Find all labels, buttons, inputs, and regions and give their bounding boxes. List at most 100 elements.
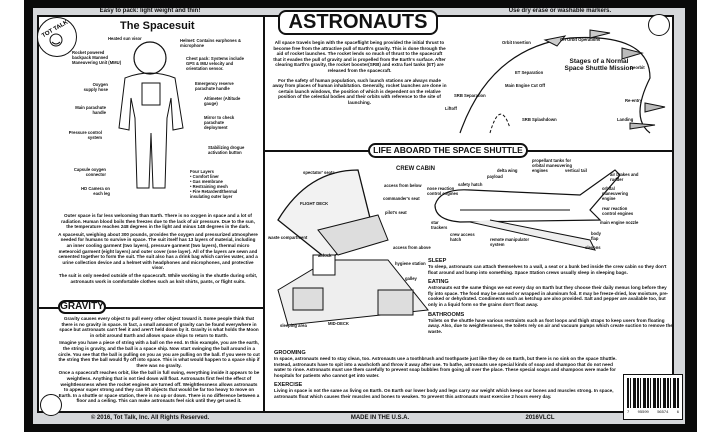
- smiley-logo: [40, 394, 62, 416]
- spacesuit-title: The Spacesuit: [120, 20, 195, 32]
- section-title-exercise: EXERCISE: [274, 382, 303, 389]
- crew-cabin-illustration: [277, 169, 429, 326]
- barcode-digit: 95599: [637, 409, 649, 414]
- label-propellant-tanks: propellant tanks for orbital maneuvering…: [532, 158, 573, 173]
- shuttle-illustration: [434, 169, 621, 251]
- label-flight-deck: FLIGHT DECK: [300, 201, 329, 206]
- layer-item: • Fire Retardent/thermal insulating oute…: [190, 189, 238, 199]
- label-mirror: Mirror to check parachute deployment: [204, 115, 235, 130]
- label-waste: waste compartment: [268, 235, 308, 240]
- section-text-bathrooms: Toilets on the shuttle have various rest…: [428, 317, 673, 334]
- label-hd-camera: HD Camera on each leg: [81, 186, 110, 196]
- stage-liftoff: Liftoff: [445, 106, 457, 111]
- stage-srb-splashdown: SRB Splashdown: [522, 117, 557, 122]
- label-safety-hatch: safety hatch: [458, 182, 483, 187]
- barcode: 7 95599 56574 6: [623, 374, 683, 420]
- label-rear-rcs: rear reaction control engines: [602, 206, 634, 216]
- intro-text: All space travels begin with the spacefl…: [272, 40, 447, 106]
- label-spectator-seats: spectator' seats: [303, 170, 335, 175]
- label-crew-hatch: crew access hatch: [450, 232, 475, 242]
- stage-on-orbit: On Orbit Operations: [560, 37, 601, 42]
- section-text-sleep: To sleep, astronauts can attach themselv…: [428, 264, 667, 275]
- barcode-digit: 56574: [657, 409, 669, 414]
- label-helmet: Helmet: Contains earphones & microphone: [180, 38, 241, 48]
- paragraph: For the safety of human population, such…: [272, 77, 447, 105]
- crew-cabin-label: CREW CABIN: [396, 166, 435, 172]
- label-air-brakes: air brakes and rudder: [610, 172, 639, 182]
- paragraph: Gravity causes every object to pull ever…: [59, 316, 259, 338]
- gravity-text: Gravity causes every object to pull ever…: [58, 316, 260, 404]
- label-four-layers: Four Layers • Comfort liner • Gas membra…: [190, 169, 252, 199]
- layer-item: • Gas membrane: [190, 179, 223, 184]
- section-title-grooming: GROOMING: [274, 350, 306, 356]
- paragraph: Imagine you have a piece of string with …: [58, 340, 260, 368]
- stage-meco: Main Engine Cut Off: [505, 83, 546, 88]
- label-payload: payload: [487, 174, 503, 179]
- top-left-note: Easy to pack: light weight and thin!: [99, 8, 201, 14]
- layers-title: Four Layers: [190, 169, 214, 174]
- label-oms: orbital maneuvering engine: [602, 186, 629, 201]
- product-code: 2016VLCL: [525, 415, 555, 421]
- section-title-sleep: SLEEP: [428, 258, 447, 264]
- label-elevons: elevons: [585, 245, 601, 250]
- stage-deorbit: Deorbit: [630, 65, 645, 70]
- life-sections-right: SLEEP To sleep, astronauts can attach th…: [428, 258, 673, 334]
- section-title-bathrooms: BATHROOMS: [428, 311, 465, 318]
- label-nozzle: main engine nozzle: [600, 220, 639, 225]
- page-title: ASTRONAUTS: [278, 10, 438, 35]
- label-reserve-handle: Emergency reserve parachute handle: [195, 81, 234, 91]
- stage-srb-separation: SRB Separation: [454, 93, 486, 98]
- paragraph: Outer space is far less welcoming than E…: [61, 213, 255, 230]
- stage-reentry: Re-entry: [625, 98, 642, 103]
- barcode-digit: 7: [627, 409, 630, 414]
- tot-talk-logo: TOT TALK: [37, 17, 77, 57]
- label-mid-deck: MID-DECK: [328, 321, 349, 326]
- label-star-trackers: star trackers: [431, 220, 448, 230]
- barcode-digit: 6: [676, 409, 679, 414]
- label-oxygen-hose: Oxygen supply hose: [83, 82, 108, 92]
- astronaut-illustration: [118, 41, 184, 189]
- smiley-logo: [648, 14, 670, 36]
- label-vertical-tail: vertical tail: [565, 168, 587, 173]
- label-chest-pack: Chest pack: Systems include GPS & IMU ve…: [186, 56, 244, 71]
- paragraph: All space travels begin with the spacefl…: [273, 40, 446, 73]
- label-delta-wing: delta wing: [497, 168, 518, 173]
- divider: [39, 307, 263, 309]
- label-drogue-button: Stabilizing drogue activation button: [208, 145, 245, 155]
- label-sun-visor: Heated sun visor: [108, 36, 142, 41]
- section-text-exercise: Living in space is not the same as livin…: [274, 388, 614, 399]
- label-access-above: access from above: [393, 245, 431, 250]
- label-pilot-seat: pilot's seat: [385, 210, 407, 215]
- label-hygiene: hygiene station: [395, 261, 426, 266]
- label-oxygen-connector: Capsule oxygen connector: [73, 167, 106, 177]
- stage-et-separation: ET Separation: [515, 70, 544, 75]
- column-divider: [263, 15, 265, 413]
- barcode-bars: [627, 378, 679, 408]
- label-commander-seat: commander's seat: [383, 196, 420, 201]
- stage-landing: Landing: [617, 117, 634, 122]
- life-aboard-title: LIFE ABOARD THE SPACE SHUTTLE: [368, 143, 528, 158]
- layer-item: • Restraining mesh: [190, 184, 228, 189]
- copyright: © 2016, Tot Talk, Inc. All Rights Reserv…: [90, 415, 210, 421]
- svg-text:TOT TALK: TOT TALK: [41, 19, 70, 39]
- mission-diagram: [459, 29, 666, 134]
- spacesuit-text: Outer space is far less welcoming than E…: [58, 213, 258, 284]
- section-text-grooming: In space, astronauts need to stay clean,…: [274, 356, 617, 378]
- label-altimeter: Altimeter (Altitude gauge): [204, 96, 241, 106]
- label-access-below: access from below: [384, 183, 422, 188]
- label-body-flap: body flap: [591, 231, 602, 241]
- gravity-title: GRAVITY: [58, 300, 106, 314]
- life-sections-bottom: GROOMING In space, astronauts need to st…: [274, 350, 619, 400]
- stage-orbit-insertion: Orbit Insertion: [502, 40, 531, 45]
- label-sleeping-area: sleeping area: [280, 323, 307, 328]
- mission-title: Stages of a Normal Space Shuttle Mission: [564, 58, 634, 72]
- paragraph: Once a spacecraft reaches orbit, like th…: [58, 370, 260, 404]
- label-nose-rcs: nose reaction control engines: [427, 186, 459, 196]
- label-parachute-handle: Main parachute handle: [75, 105, 106, 115]
- paragraph: A spacesuit, weighing about 300 pounds, …: [58, 231, 258, 271]
- label-backpack: Rocket powered backpack Manned Maneuveri…: [72, 50, 122, 65]
- section-title-eating: EATING: [428, 279, 449, 286]
- label-galley: galley: [405, 276, 417, 281]
- layer-item: • Comfort liner: [190, 174, 219, 179]
- paragraph: The suit is only needed outside of the s…: [58, 272, 258, 284]
